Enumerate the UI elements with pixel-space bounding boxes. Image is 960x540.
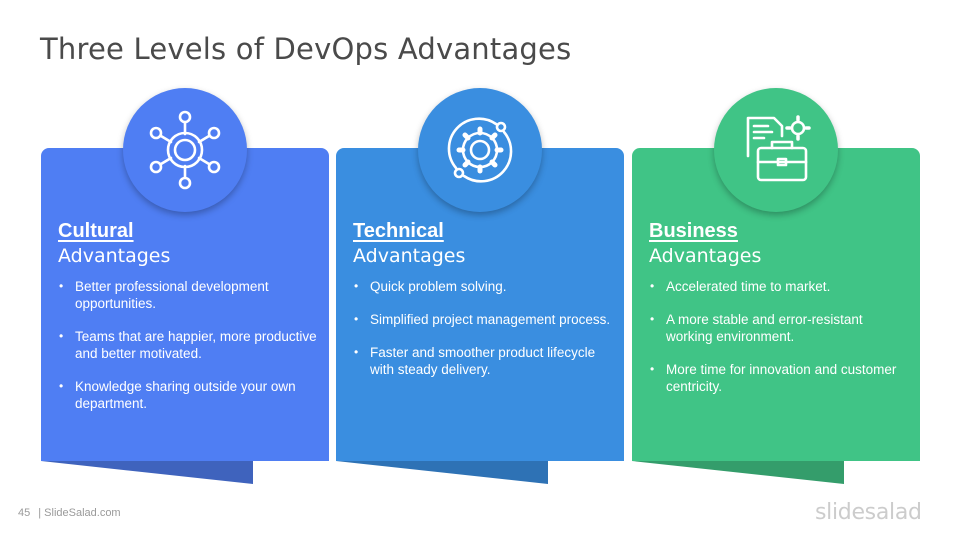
briefcase-document-icon xyxy=(746,115,811,182)
bullet-item: More time for innovation and customer ce… xyxy=(649,361,911,395)
card-heading: Business xyxy=(649,220,738,242)
slide-title: Three Levels of DevOps Advantages xyxy=(40,32,572,66)
card-icon-badge xyxy=(714,88,838,212)
bullet-list: Accelerated time to market. A more stabl… xyxy=(649,278,911,411)
bullet-list: Better professional development opportun… xyxy=(58,278,320,428)
card-ribbon-tail xyxy=(41,461,253,484)
bullet-item: Better professional development opportun… xyxy=(58,278,320,312)
brand-logo: slidesalad xyxy=(815,500,922,525)
card-ribbon-tail xyxy=(336,461,548,484)
page-number: 45 xyxy=(18,507,31,519)
bullet-item: Accelerated time to market. xyxy=(649,278,911,295)
card-ribbon-tail xyxy=(632,461,844,484)
bullet-item: A more stable and error-resistant workin… xyxy=(649,311,911,345)
technical-advantages-card: Technical Advantages Quick problem solvi… xyxy=(336,88,624,484)
cultural-advantages-card: Cultural Advantages Better professional … xyxy=(41,88,329,484)
card-subheading: Advantages xyxy=(58,245,171,267)
bullet-item: Simplified project management process. xyxy=(353,311,615,328)
bullet-list: Quick problem solving. Simplified projec… xyxy=(353,278,615,394)
card-heading: Cultural xyxy=(58,220,134,242)
card-subheading: Advantages xyxy=(649,245,762,267)
business-advantages-card: Business Advantages Accelerated time to … xyxy=(632,88,920,484)
card-subheading: Advantages xyxy=(353,245,466,267)
card-heading: Technical xyxy=(353,220,444,242)
bullet-item: Quick problem solving. xyxy=(353,278,615,295)
card-icon-badge xyxy=(418,88,542,212)
gear-cycle-icon xyxy=(447,117,513,183)
bullet-item: Knowledge sharing outside your own depar… xyxy=(58,378,320,412)
bullet-item: Faster and smoother product lifecycle wi… xyxy=(353,344,615,378)
bullet-item: Teams that are happier, more productive … xyxy=(58,328,320,362)
card-icon-badge xyxy=(123,88,247,212)
footer-source: | SlideSalad.com xyxy=(38,507,121,519)
slide-footer: 45 | SlideSalad.com xyxy=(18,507,127,519)
team-network-icon xyxy=(149,110,221,190)
